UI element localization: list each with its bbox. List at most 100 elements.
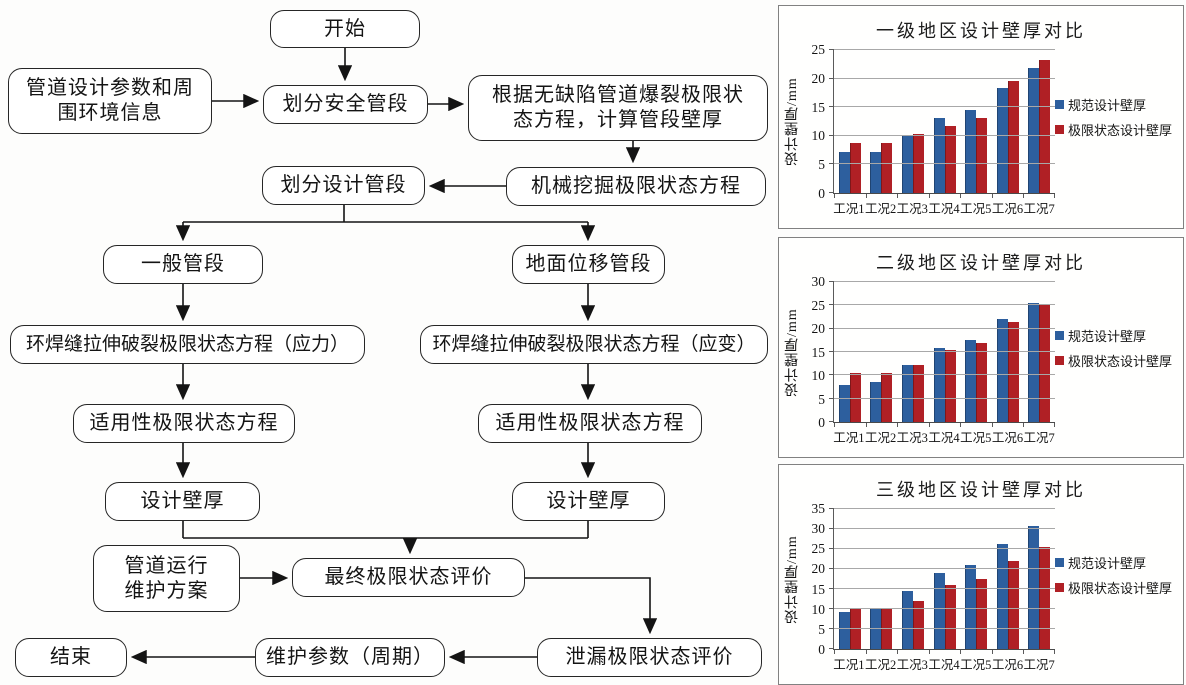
flow-node-burst-limit-calc: 根据无缺陷管道爆裂极限状态方程，计算管段壁厚 — [468, 75, 768, 141]
bar-group — [1023, 282, 1055, 422]
x-tick-label: 工况5 — [960, 431, 992, 445]
bar — [1039, 305, 1051, 422]
x-tick-label: 工况6 — [991, 658, 1024, 672]
flow-node-design-thickness-right: 设计壁厚 — [512, 482, 665, 521]
x-tick-label: 工况2 — [864, 658, 897, 672]
chart-title: 二级地区设计壁厚对比 — [876, 253, 1086, 273]
x-tick-mark — [1023, 423, 1025, 427]
bar — [870, 609, 882, 649]
x-tick-mark — [897, 194, 899, 198]
bar — [976, 117, 988, 193]
bar — [933, 572, 945, 649]
bar — [870, 381, 882, 422]
y-tick-mark — [829, 528, 834, 529]
y-tick-label: 0 — [818, 642, 825, 657]
x-tick-label: 工况1 — [833, 431, 865, 445]
y-tick-label: 35 — [811, 501, 826, 516]
gridline — [834, 77, 1055, 79]
flow-node-girth-weld-stress: 环焊缝拉伸破裂极限状态方程（应力） — [10, 325, 365, 364]
x-tick-mark — [834, 194, 835, 198]
x-tick-label: 工况6 — [991, 202, 1024, 216]
x-tick-mark — [991, 650, 993, 654]
bar-group — [866, 50, 898, 193]
flow-node-serviceability-limit-right: 适用性极限状态方程 — [478, 404, 702, 443]
flow-node-divide-design-segments: 划分设计管段 — [262, 166, 425, 205]
bar-groups — [834, 282, 1055, 422]
x-tick-mark — [1023, 194, 1025, 198]
y-tick-label: 20 — [811, 321, 826, 337]
bar — [901, 364, 913, 422]
y-tick-label: 15 — [811, 99, 826, 115]
bar — [965, 565, 977, 649]
x-tick-label: 工况2 — [864, 431, 897, 445]
x-tick-mark — [928, 423, 930, 427]
bar — [965, 340, 977, 422]
x-tick-mark — [960, 423, 962, 427]
flow-node-input-info: 管道设计参数和周围环境信息 — [8, 68, 212, 134]
x-tick-mark — [865, 650, 867, 654]
y-tick-mark — [829, 134, 834, 136]
plot-area — [829, 281, 1055, 427]
flow-node-operation-maintenance-plan: 管道运行维护方案 — [93, 545, 240, 612]
legend-swatch — [1055, 557, 1064, 567]
legend-label: 极限状态设计壁厚 — [1068, 353, 1173, 369]
x-tick-mark — [834, 423, 835, 427]
x-tick-label: 工况4 — [928, 658, 960, 672]
x-tick-mark — [928, 650, 930, 654]
x-tick-label: 工况4 — [928, 431, 960, 445]
legend: 规范设计壁厚极限状态设计壁厚 — [1055, 95, 1181, 139]
bar — [944, 125, 956, 193]
y-tick-label: 30 — [811, 521, 826, 537]
bar — [838, 611, 850, 649]
flowchart: 开始 管道设计参数和周围环境信息 划分安全管段 根据无缺陷管道爆裂极限状态方程，… — [8, 10, 768, 677]
flow-node-mechanical-excavation: 机械挖掘极限状态方程 — [506, 167, 766, 206]
legend-swatch — [1055, 330, 1064, 340]
bar-group — [834, 50, 866, 193]
bar-group — [992, 509, 1024, 649]
bar — [870, 151, 882, 193]
gridline — [834, 281, 1055, 282]
bar-group — [929, 509, 961, 649]
y-tick-label: 0 — [818, 415, 825, 430]
gridline — [834, 351, 1055, 352]
plot-area — [829, 49, 1055, 198]
flow-node-start: 开始 — [270, 10, 420, 48]
y-tick-mark — [829, 508, 834, 509]
y-tick-label: 25 — [811, 42, 826, 57]
y-tick-mark — [829, 648, 834, 649]
gridline — [834, 397, 1055, 399]
y-tick-mark — [829, 588, 834, 589]
gridline — [834, 588, 1055, 589]
legend: 规范设计壁厚极限状态设计壁厚 — [1055, 553, 1181, 597]
bar — [976, 342, 988, 422]
bar — [912, 600, 924, 649]
bar — [1007, 80, 1019, 193]
flow-node-maintenance-parameters: 维护参数（周期） — [255, 638, 445, 677]
flow-node-leak-limit-state-eval: 泄漏极限状态评价 — [537, 638, 762, 677]
bar — [944, 350, 956, 422]
legend-label: 规范设计壁厚 — [1068, 555, 1147, 571]
bar — [1039, 60, 1051, 193]
chart-title: 三级地区设计壁厚对比 — [876, 480, 1086, 500]
legend-item: 规范设计壁厚 — [1055, 326, 1181, 345]
legend: 规范设计壁厚极限状态设计壁厚 — [1055, 326, 1181, 370]
x-tick-mark — [865, 194, 867, 198]
legend-item: 极限状态设计壁厚 — [1055, 578, 1181, 597]
x-tick-label: 工况5 — [960, 658, 992, 672]
flow-node-design-thickness-left: 设计壁厚 — [105, 482, 260, 521]
y-tick-mark — [829, 49, 834, 50]
bar — [838, 385, 850, 422]
x-tick-mark — [1023, 650, 1025, 654]
y-tick-mark — [829, 163, 834, 165]
y-tick-label: 20 — [811, 70, 826, 86]
bar-group — [897, 509, 929, 649]
y-tick-mark — [829, 397, 834, 399]
legend-swatch — [1055, 125, 1064, 134]
gridline — [834, 134, 1055, 136]
